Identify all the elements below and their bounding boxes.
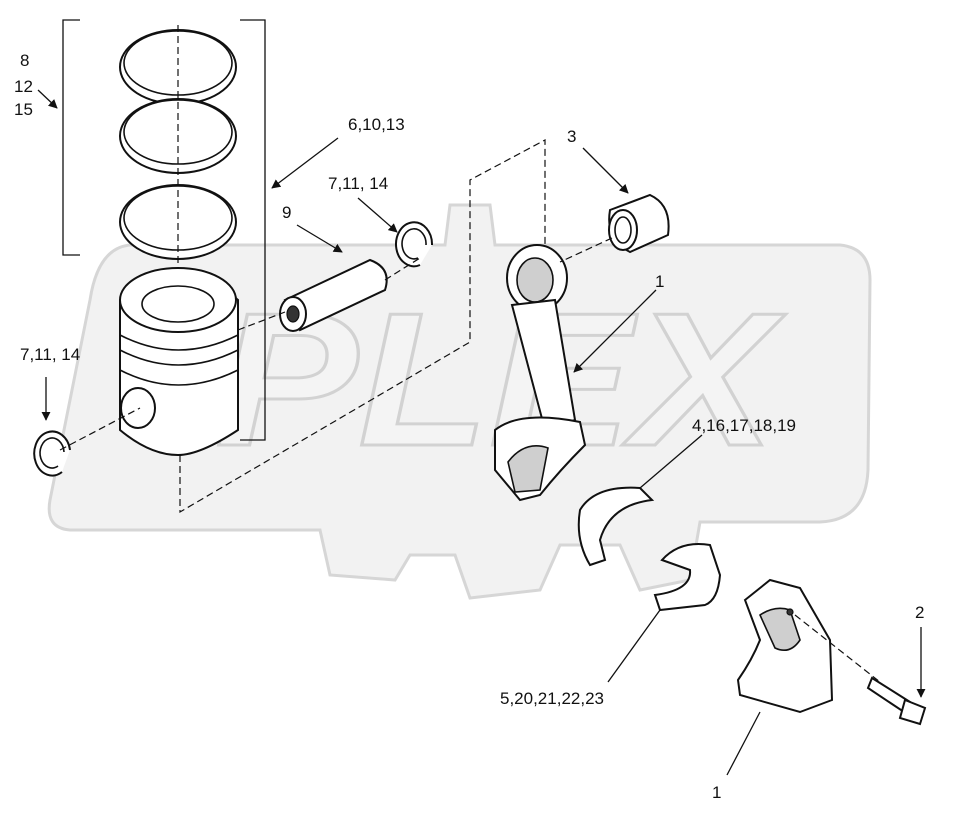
piston (119, 267, 239, 457)
callout-1-cap: 1 (712, 783, 721, 802)
ring-bracket (62, 19, 266, 441)
watermark-gear-shape (47, 203, 872, 600)
piston-pin (279, 258, 388, 332)
callout-15: 15 (14, 100, 33, 119)
assembly-lines (59, 139, 881, 683)
callout-8: 8 (20, 51, 29, 70)
callout-7-11-14-left: 7,11, 14 (20, 345, 80, 364)
rod-bolt (866, 676, 927, 726)
callout-labels: 8 12 15 6,10,13 7,11, 14 9 3 1 7,11, 14 … (14, 51, 924, 802)
connecting-rod (494, 244, 587, 502)
callout-2: 2 (915, 603, 924, 622)
callout-4-16-17-18-19: 4,16,17,18,19 (692, 416, 796, 435)
leader-lines (37, 89, 926, 776)
bearing-shell-lower (653, 543, 722, 612)
callout-9: 9 (282, 203, 291, 222)
small-end-bushing (608, 193, 670, 254)
callout-3: 3 (567, 127, 576, 146)
bearing-shell-upper (577, 486, 655, 567)
snap-ring-right (395, 221, 434, 268)
callout-1-rod: 1 (655, 272, 664, 291)
callout-12: 12 (14, 77, 33, 96)
callout-5-20-21-22-23: 5,20,21,22,23 (500, 689, 604, 708)
callout-6-10-13: 6,10,13 (348, 115, 405, 134)
snap-ring-left (33, 430, 71, 477)
callout-7-11-14-top: 7,11, 14 (328, 174, 388, 193)
piston-rings (119, 25, 237, 300)
rod-cap (736, 578, 834, 714)
